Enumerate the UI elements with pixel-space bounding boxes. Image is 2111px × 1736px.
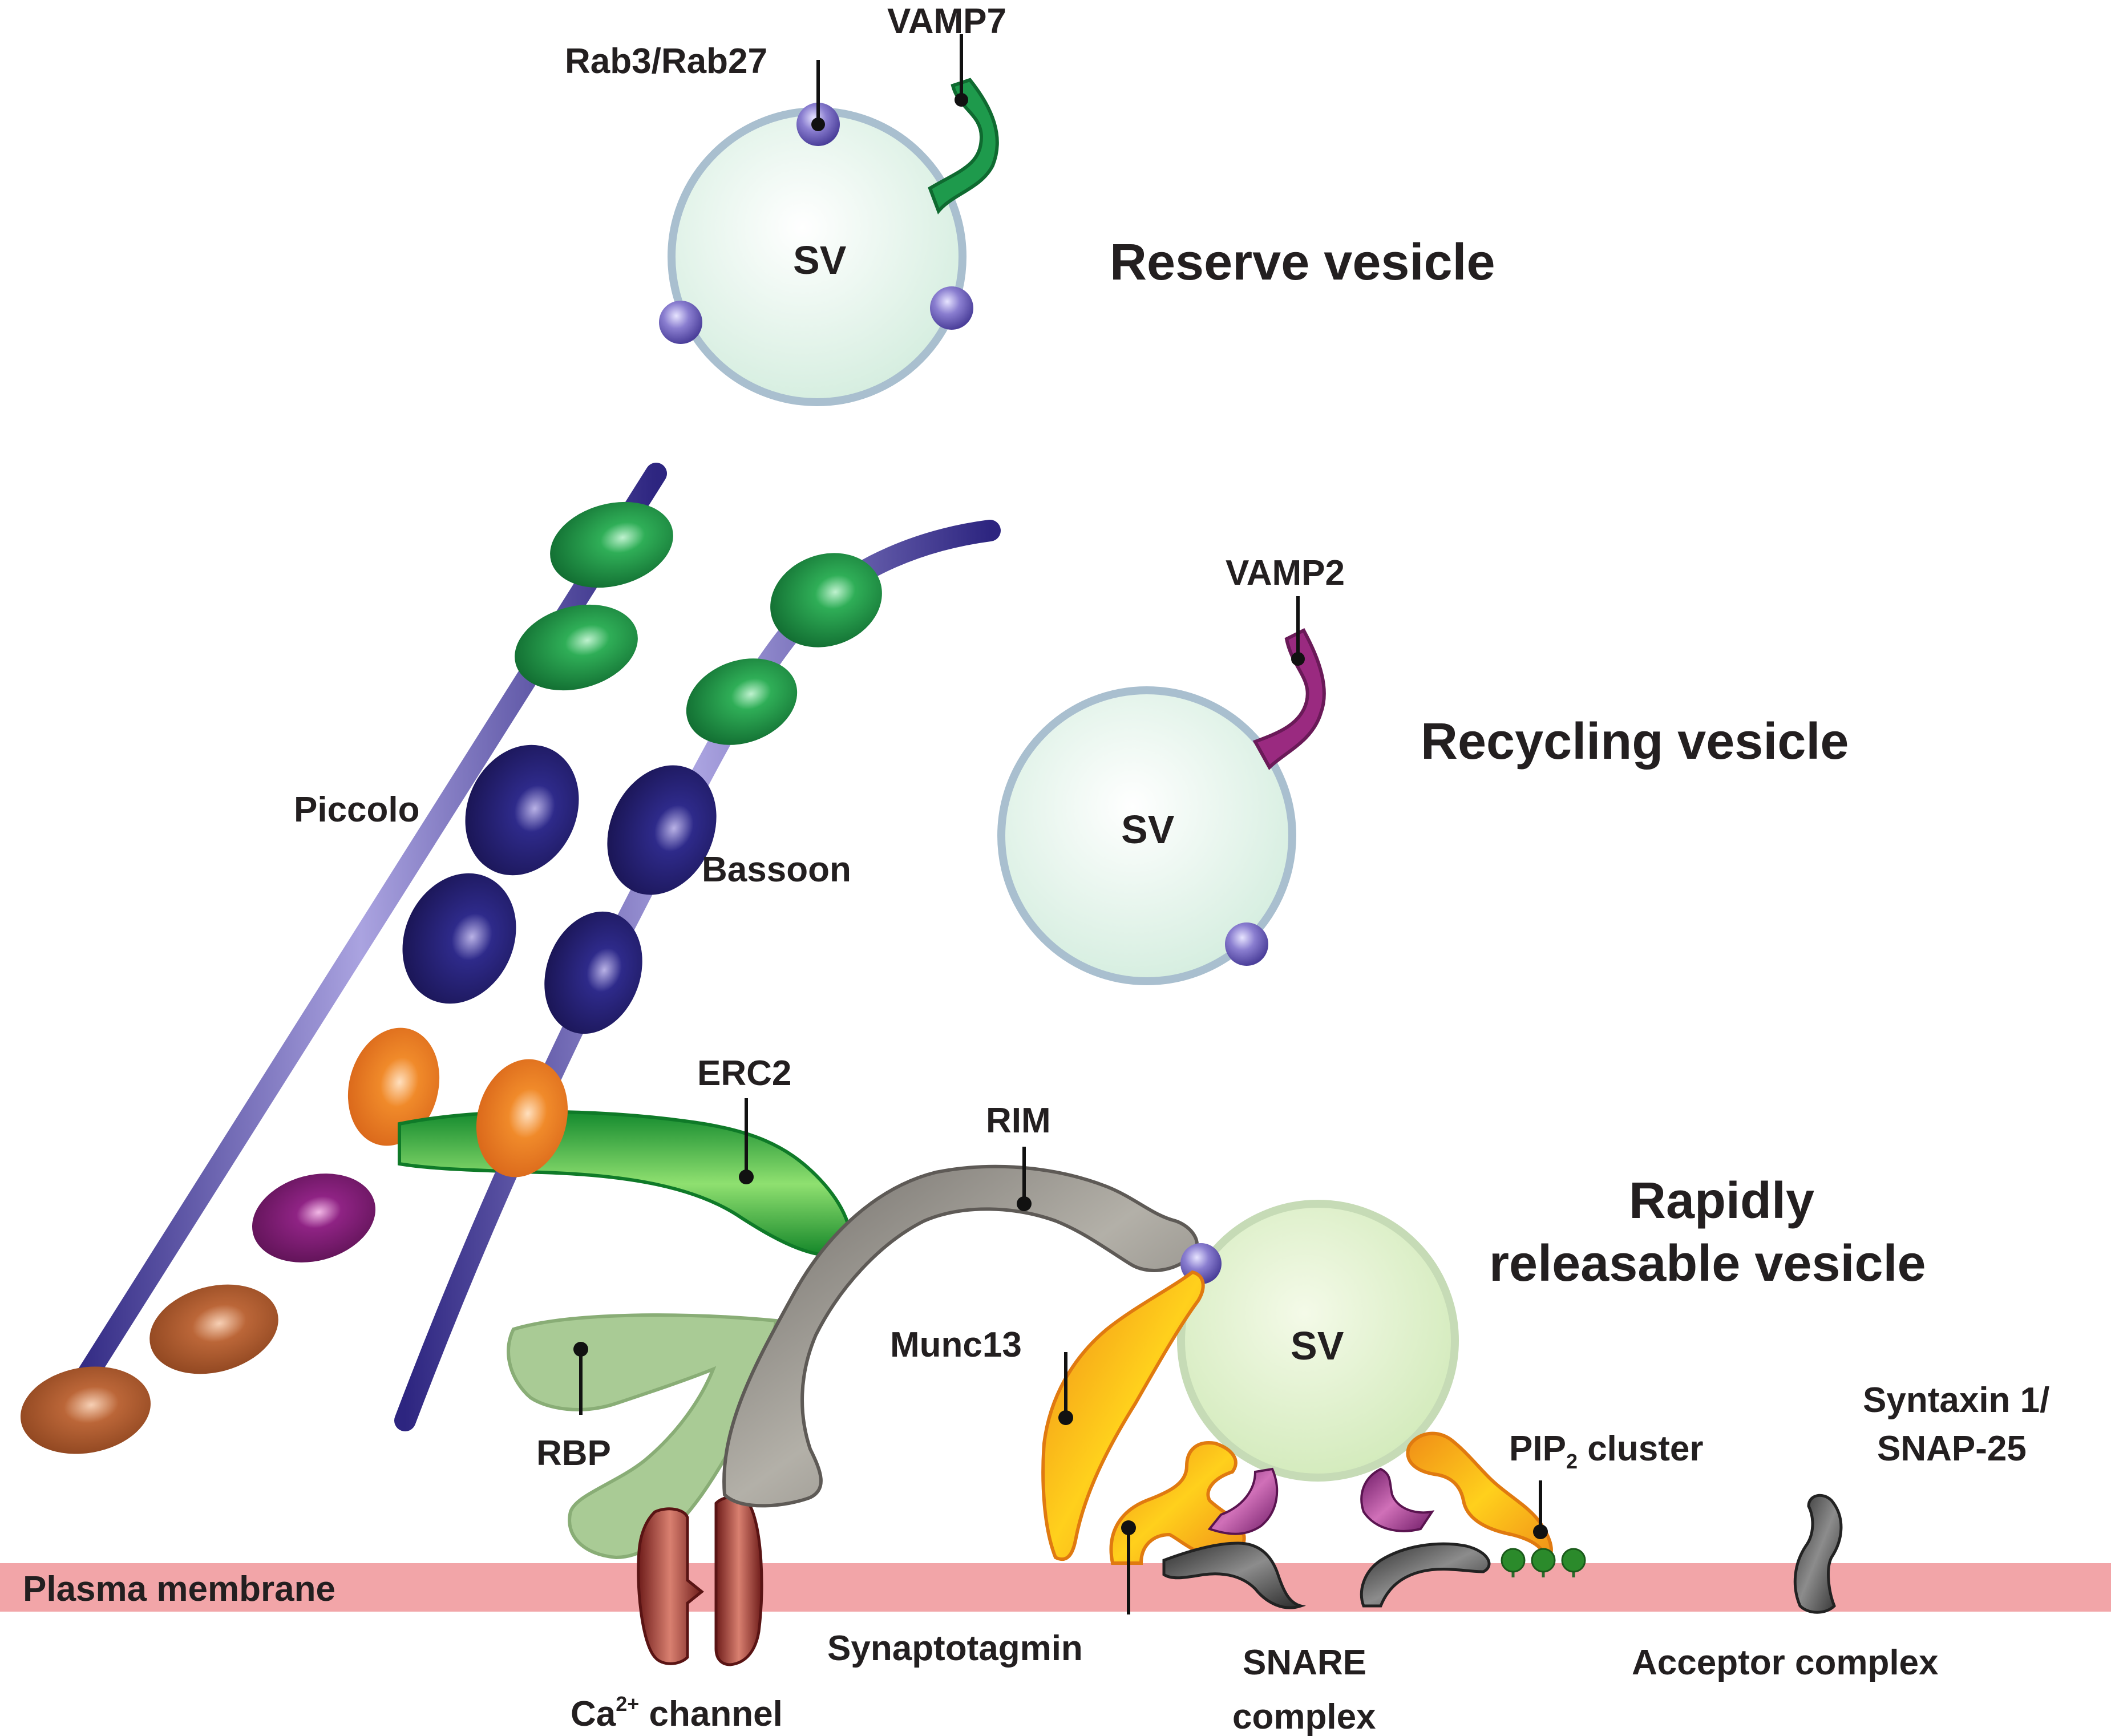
pip2-lipid-icon xyxy=(1501,1548,1526,1573)
snare-complex-right xyxy=(1360,1467,1491,1608)
piccolo-domain xyxy=(515,604,638,691)
vamp7-leader-dot xyxy=(955,93,968,107)
piccolo-domain xyxy=(465,744,579,876)
syntaxin-label-line2: SNAP-25 xyxy=(1877,1429,2027,1468)
vamp7-protein xyxy=(928,78,999,215)
pip2-label: PIP2 cluster xyxy=(1509,1429,1704,1473)
rapidly-releasable-vesicle: SV Rapidly releasable vesicle xyxy=(1177,1172,1926,1482)
bassoon-domain xyxy=(544,911,642,1034)
rapid-vesicle-title-line1: Rapidly xyxy=(1629,1172,1814,1229)
piccolo-scaffold: Piccolo xyxy=(21,463,673,1454)
rim-leader-dot xyxy=(1017,1196,1032,1211)
rbp-leader-dot xyxy=(573,1342,588,1357)
erc2-protein: ERC2 xyxy=(398,1054,853,1258)
snare-membrane-arm xyxy=(1162,1541,1306,1609)
snare-vesicle-arm xyxy=(1360,1467,1435,1532)
acceptor-complex: Syntaxin 1/ SNAP-25 Acceptor complex xyxy=(1632,1381,2049,1682)
munc13-leader-dot xyxy=(1058,1410,1073,1425)
rapid-vesicle-sv-label: SV xyxy=(1291,1324,1344,1368)
plasma-membrane-label: Plasma membrane xyxy=(23,1569,335,1609)
bassoon-domain xyxy=(770,553,882,648)
bassoon-scaffold: Bassoon xyxy=(394,520,1001,1431)
piccolo-domain xyxy=(149,1284,278,1374)
munc13-body xyxy=(1041,1270,1205,1561)
rbp-label: RBP xyxy=(536,1434,611,1473)
acceptor-complex-label: Acceptor complex xyxy=(1632,1643,1939,1682)
synaptotagmin-label: Synaptotagmin xyxy=(827,1629,1083,1668)
erc2-body xyxy=(398,1110,853,1258)
syntaxin-label-line1: Syntaxin 1/ xyxy=(1863,1381,2049,1420)
rim-body xyxy=(722,1164,1199,1508)
reserve-vesicle: SV Rab3/Rab27 VAMP7 Reserve vesicle xyxy=(565,2,1495,406)
pip2-lipid-icon xyxy=(1561,1548,1586,1573)
bassoon-domain xyxy=(476,1059,568,1177)
ca-channel-left-half xyxy=(637,1507,705,1665)
rab-label: Rab3/Rab27 xyxy=(565,42,767,81)
snare-label-line1: SNARE xyxy=(1243,1643,1366,1682)
ca-channel-label: Ca2+ channel xyxy=(571,1692,783,1734)
ca-channel-right-half xyxy=(714,1495,763,1666)
rapid-vesicle-membrane xyxy=(1177,1200,1459,1482)
vamp2-protein xyxy=(1252,628,1326,770)
rapid-vesicle-title-line2: releasable vesicle xyxy=(1489,1235,1926,1292)
snare-membrane-arm xyxy=(1360,1542,1491,1608)
piccolo-domain xyxy=(550,501,673,588)
munc13-protein: Munc13 xyxy=(890,1270,1205,1561)
rab-protein-icon xyxy=(659,301,702,344)
reserve-vesicle-sv-label: SV xyxy=(793,238,847,282)
rim-label: RIM xyxy=(986,1101,1051,1140)
plasma-membrane xyxy=(0,1563,2111,1612)
vamp2-leader-dot xyxy=(1291,652,1305,666)
recycling-vesicle-title: Recycling vesicle xyxy=(1421,713,1849,770)
pip2-leader-dot xyxy=(1533,1524,1548,1539)
bassoon-domain xyxy=(686,658,798,745)
erc2-leader-dot xyxy=(739,1170,754,1184)
piccolo-domain xyxy=(347,1027,440,1146)
erc2-label: ERC2 xyxy=(697,1054,791,1093)
synaptotagmin-left-body xyxy=(1109,1441,1246,1565)
snare-vesicle-arm xyxy=(1207,1467,1279,1535)
pip2-cluster: PIP2 cluster xyxy=(1501,1429,1704,1577)
snare-complex-left xyxy=(1162,1467,1306,1609)
recycling-vesicle-membrane xyxy=(997,686,1296,985)
vamp7-label: VAMP7 xyxy=(887,2,1006,41)
calcium-channel: Ca2+ channel xyxy=(571,1495,783,1734)
piccolo-label: Piccolo xyxy=(294,790,420,829)
bassoon-label: Bassoon xyxy=(702,850,851,889)
synaptotagmin-left xyxy=(1109,1441,1246,1565)
synaptotagmin-leader-dot xyxy=(1121,1520,1136,1535)
rab-leader-dot xyxy=(811,118,825,131)
vamp2-label: VAMP2 xyxy=(1226,553,1345,593)
piccolo-domain xyxy=(21,1366,151,1454)
piccolo-domain xyxy=(252,1173,376,1262)
bassoon-domain xyxy=(607,765,717,895)
piccolo-domain xyxy=(402,873,516,1004)
recycling-vesicle-sv-label: SV xyxy=(1121,807,1175,852)
rim-protein: RIM xyxy=(722,1101,1199,1508)
munc13-label: Munc13 xyxy=(890,1325,1022,1365)
pip2-lipid-icon xyxy=(1531,1548,1556,1573)
rab-protein-icon xyxy=(1225,922,1268,966)
syntaxin-snap25-protein xyxy=(1793,1494,1843,1614)
reserve-vesicle-title: Reserve vesicle xyxy=(1110,234,1495,291)
snare-label-line2: complex xyxy=(1232,1697,1376,1736)
synaptotagmin-right-body xyxy=(1406,1431,1553,1568)
rab-protein-icon xyxy=(930,286,973,330)
synaptotagmin-right xyxy=(1406,1431,1553,1568)
recycling-vesicle: SV VAMP2 Recycling vesicle xyxy=(997,553,1849,985)
